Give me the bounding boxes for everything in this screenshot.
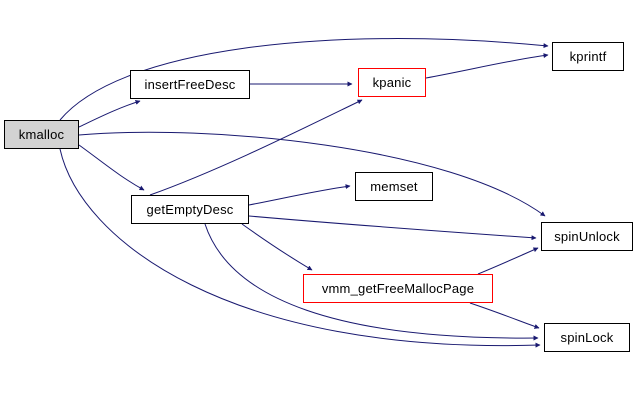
node-label-insertFreeDesc: insertFreeDesc [144, 77, 236, 92]
node-label-getEmptyDesc: getEmptyDesc [146, 202, 234, 217]
edge-kmalloc-to-spinUnlock [78, 131, 546, 217]
edge-kmalloc-to-kprintf [59, 38, 549, 121]
node-label-kpanic: kpanic [372, 75, 412, 90]
edges-group [59, 38, 549, 348]
node-spinUnlock[interactable]: spinUnlock [541, 222, 633, 251]
node-label-kprintf: kprintf [569, 49, 607, 64]
edge-vmm_getFreeMallocPage-to-spinUnlock [477, 247, 539, 275]
node-getEmptyDesc[interactable]: getEmptyDesc [131, 195, 249, 224]
node-vmm_getFreeMallocPage[interactable]: vmm_getFreeMallocPage [303, 274, 493, 303]
node-label-vmm_getFreeMallocPage: vmm_getFreeMallocPage [321, 281, 475, 296]
edge-vmm_getFreeMallocPage-to-spinLock [469, 302, 540, 329]
node-label-memset: memset [370, 179, 418, 194]
node-kmalloc[interactable]: kmalloc [4, 120, 79, 149]
edge-kpanic-to-kprintf [425, 53, 549, 79]
node-label-spinUnlock: spinUnlock [554, 229, 620, 244]
node-label-spinLock: spinLock [560, 330, 614, 345]
node-memset[interactable]: memset [355, 172, 433, 201]
edge-getEmptyDesc-to-kpanic [149, 99, 363, 196]
node-label-kmalloc: kmalloc [18, 127, 65, 142]
node-kpanic[interactable]: kpanic [358, 68, 426, 97]
edge-kmalloc-to-insertFreeDesc [78, 99, 141, 128]
edge-getEmptyDesc-to-spinLock [204, 223, 539, 341]
node-kprintf[interactable]: kprintf [552, 42, 624, 71]
node-insertFreeDesc[interactable]: insertFreeDesc [130, 70, 250, 99]
edge-getEmptyDesc-to-spinUnlock [248, 215, 537, 241]
node-spinLock[interactable]: spinLock [544, 323, 630, 352]
edge-getEmptyDesc-to-memset [248, 184, 351, 206]
edge-kmalloc-to-getEmptyDesc [78, 144, 145, 191]
edge-kmalloc-to-spinLock [59, 148, 541, 348]
edge-getEmptyDesc-to-vmm_getFreeMallocPage [241, 223, 313, 271]
